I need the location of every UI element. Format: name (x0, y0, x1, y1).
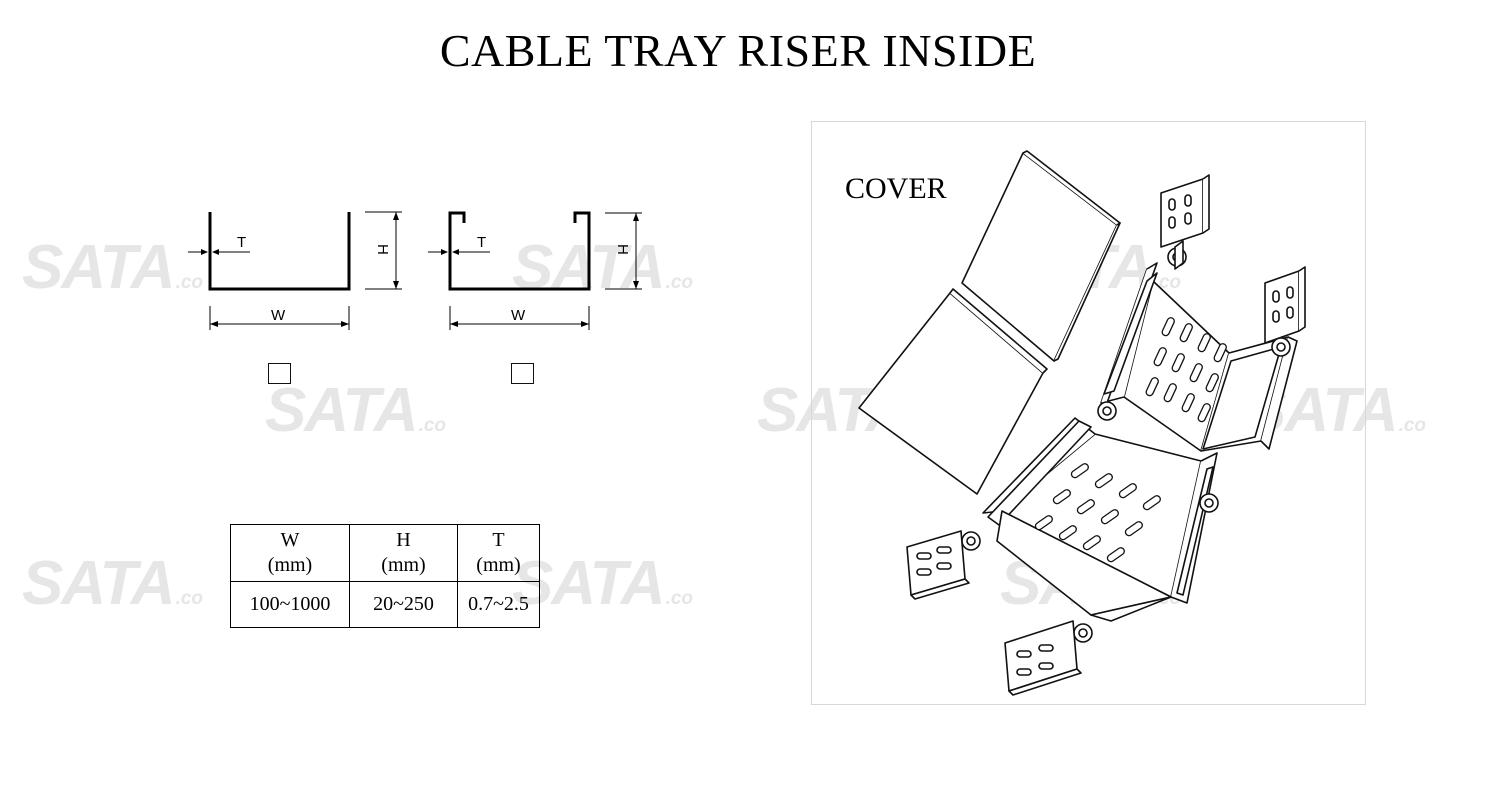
isometric-frame (811, 121, 1366, 705)
cover-plate-lower (858, 288, 1048, 495)
table-row: 100~1000 20~250 0.7~2.5 (230, 581, 540, 628)
profile-straight-checkbox[interactable] (268, 363, 291, 384)
cover-label: COVER (845, 172, 947, 205)
table-header-row: W(mm) H(mm) T(mm) (230, 524, 540, 582)
coupler-bottom-right (1004, 620, 1082, 696)
coupler-top-right (1264, 266, 1306, 344)
profile-lipped-diagram: T H W (428, 211, 642, 330)
header-w: W(mm) (230, 524, 350, 582)
riser-illustration (858, 150, 1306, 696)
w-label: W (511, 307, 526, 324)
cell-h: 20~250 (349, 581, 458, 628)
t-label: T (477, 234, 486, 251)
cover-plate-upper (961, 150, 1121, 362)
t-label: T (237, 234, 246, 251)
spec-table: W(mm) H(mm) T(mm) 100~1000 20~250 0.7~2.… (230, 524, 540, 628)
tray-section-lower (982, 417, 1218, 622)
cell-t: 0.7~2.5 (457, 581, 540, 628)
header-h: H(mm) (349, 524, 458, 582)
w-label: W (271, 307, 286, 324)
h-label: H (374, 244, 391, 255)
watermark: SATA.co (22, 233, 204, 302)
coupler-bottom-left (906, 530, 970, 600)
coupler-top-left (1160, 174, 1210, 270)
page-title: CABLE TRAY RISER INSIDE (439, 25, 1037, 76)
h-label: H (614, 244, 631, 255)
watermark: SATA.co (265, 376, 447, 445)
cell-w: 100~1000 (230, 581, 350, 628)
profile-straight-diagram: T H W (188, 211, 402, 330)
watermark: SATA.co (22, 549, 204, 618)
tray-slots (1034, 317, 1227, 563)
header-t: T(mm) (457, 524, 540, 582)
profile-lipped-checkbox[interactable] (511, 363, 534, 384)
